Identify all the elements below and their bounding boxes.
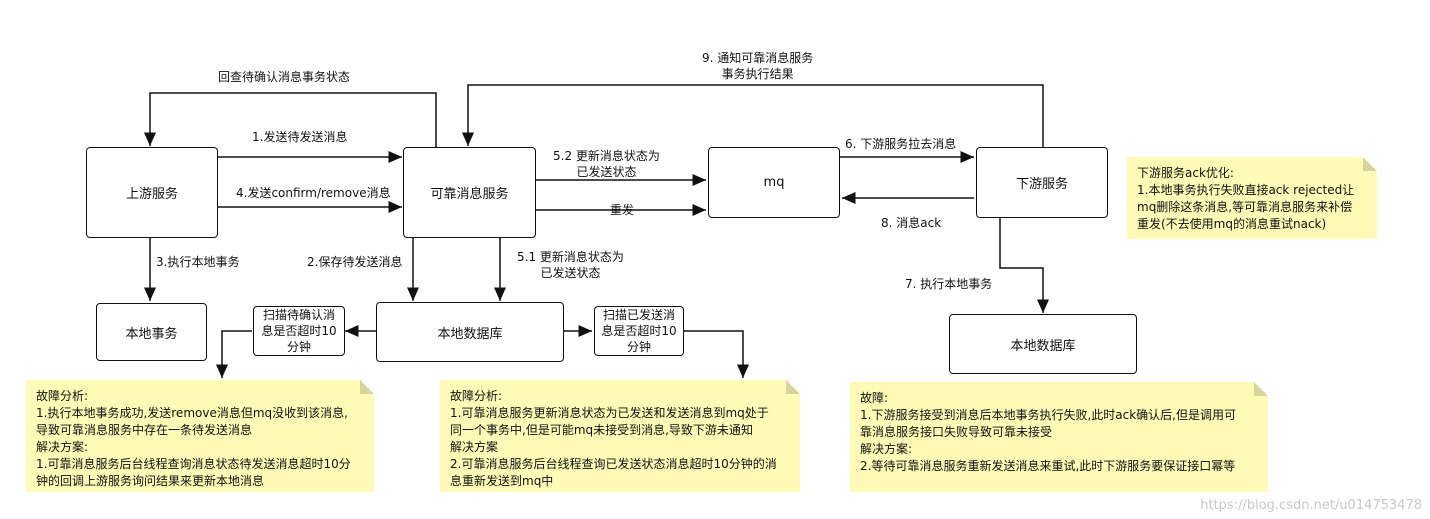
label-recheck: 回查待确认消息事务状态 — [218, 70, 351, 84]
scan-confirm-box: 扫描待确认消息是否超时10分钟 — [253, 306, 345, 356]
note-right-top-line: 重发(不去使用mq的消息重试nack) — [1137, 217, 1327, 231]
arrow-scan-confirm-to-note — [216, 330, 252, 378]
note-left-line: 1.执行本地事务成功,发送remove消息但mq没收到该消息, — [36, 406, 348, 420]
upstream-service-box: 上游服务 — [86, 147, 218, 238]
note-right-top: 下游服务ack优化: 1.本地事务执行失败直接ack rejected让 mq删… — [1127, 157, 1377, 239]
note-middle-line: 2.可靠消息服务后台线程查询已发送状态消息超时10分钟的消 — [450, 457, 777, 471]
local-database-label: 本地数据库 — [437, 326, 503, 342]
note-left: 故障分析: 1.执行本地事务成功,发送remove消息但mq没收到该消息, 导致… — [26, 380, 374, 492]
label-exec-down: 7. 执行本地事务 — [905, 277, 993, 291]
note-right-bottom: 故障: 1.下游服务接受到消息后本地事务执行失败,此时ack确认后,但是调用可 … — [850, 382, 1268, 492]
scan-confirm-label: 扫描待确认消息是否超时10分钟 — [261, 308, 337, 354]
arrow-notify — [462, 84, 1044, 147]
scan-sent-box: 扫描已发送消息是否超时10分钟 — [594, 306, 684, 356]
label-exec-local: 3.执行本地事务 — [156, 255, 240, 269]
mq-box: mq — [708, 147, 840, 218]
label-resend: 重发 — [610, 203, 635, 217]
arrow-scan-sent-to-note — [684, 330, 749, 378]
downstream-service-box: 下游服务 — [976, 147, 1108, 218]
label-send-pending: 1.发送待发送消息 — [252, 130, 348, 144]
note-left-line: 1.可靠消息服务后台线程查询消息状态待发送消息超时10分 — [36, 457, 351, 471]
note-right-top-line: 1.本地事务执行失败直接ack rejected让 — [1137, 183, 1355, 197]
label-ack: 8. 消息ack — [881, 216, 942, 230]
reliable-message-service-box: 可靠消息服务 — [403, 147, 536, 238]
note-left-line: 导致可靠消息服务中存在一条待发送消息 — [36, 423, 253, 437]
note-middle-line: 同一个事务中,但是可能mq未接受到消息,导致下游未通知 — [450, 423, 753, 437]
local-transaction-label: 本地事务 — [125, 326, 178, 342]
label-save-pending: 2.保存待发送消息 — [307, 255, 403, 269]
note-middle-line: 1.可靠消息服务更新消息状态为已发送和发送消息到mq处于 — [450, 406, 769, 420]
upstream-service-label: 上游服务 — [125, 187, 178, 202]
arrow-recheck — [144, 92, 437, 147]
label-notify: 9. 通知可靠消息服务 事务执行结果 — [702, 51, 814, 81]
downstream-database-box: 本地数据库 — [949, 314, 1137, 374]
arrow-exec-down — [999, 218, 1049, 313]
downstream-service-label: 下游服务 — [1015, 177, 1068, 192]
note-right-bottom-line: 1.下游服务接受到消息后本地事务执行失败,此时ack确认后,但是调用可 — [860, 408, 1236, 422]
label-update-51: 5.1 更新消息状态为 已发送状态 — [517, 250, 624, 280]
local-database-box: 本地数据库 — [376, 302, 564, 362]
label-send-confirm: 4.发送confirm/remove消息 — [236, 186, 391, 200]
note-middle-line: 故障分析: — [450, 389, 503, 403]
mq-label: mq — [763, 175, 785, 190]
reliable-message-service-label: 可靠消息服务 — [430, 187, 509, 202]
note-right-bottom-line: 靠消息服务接口失败导致可靠未接受 — [860, 425, 1053, 439]
note-left-line: 故障分析: — [36, 389, 89, 403]
label-pull: 6. 下游服务拉去消息 — [845, 137, 957, 151]
scan-sent-label: 扫描已发送消息是否超时10分钟 — [601, 308, 677, 354]
note-left-line: 解决方案: — [36, 440, 89, 454]
note-middle-line: 息重新发送到mq中 — [450, 474, 554, 488]
downstream-database-label: 本地数据库 — [1010, 338, 1076, 354]
watermark: https://blog.csdn.net/u014753478 — [1200, 498, 1422, 513]
label-update-52: 5.2 更新消息状态为 已发送状态 — [553, 149, 660, 179]
note-right-bottom-line: 2.等待可靠消息服务重新发送消息来重试,此时下游服务要保证接口幂等 — [860, 459, 1236, 473]
note-right-bottom-line: 故障: — [860, 391, 889, 405]
note-middle: 故障分析: 1.可靠消息服务更新消息状态为已发送和发送消息到mq处于 同一个事务… — [440, 380, 800, 492]
note-middle-line: 解决方案 — [450, 440, 499, 454]
note-right-top-line: 下游服务ack优化: — [1137, 166, 1234, 180]
note-left-line: 钟的回调上游服务询问结果来更新本地消息 — [36, 474, 265, 488]
local-transaction-box: 本地事务 — [96, 303, 207, 361]
note-right-bottom-line: 解决方案: — [860, 442, 913, 456]
note-right-top-line: mq删除这条消息,等可靠消息服务来补偿 — [1137, 200, 1353, 214]
